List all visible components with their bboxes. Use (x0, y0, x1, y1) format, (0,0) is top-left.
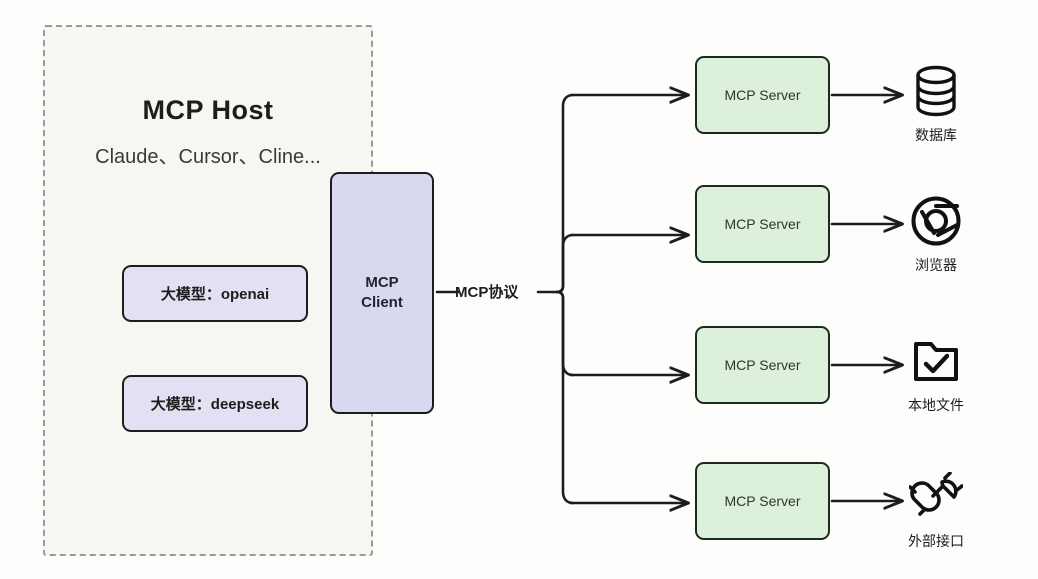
page-title: MCP Host (142, 95, 274, 125)
model-box-openai[interactable]: 大模型：openai (122, 265, 308, 322)
mcp-server-box-1[interactable]: MCP Server (695, 56, 830, 134)
endpoint-local-files: 本地文件 (888, 330, 984, 415)
endpoint-database: 数据库 (888, 60, 984, 145)
endpoint-label: 浏览器 (915, 257, 957, 273)
mcp-server-box-4[interactable]: MCP Server (695, 462, 830, 540)
folder-check-icon (910, 330, 962, 392)
mcp-server-box-2[interactable]: MCP Server (695, 185, 830, 263)
model-box-deepseek[interactable]: 大模型：deepseek (122, 375, 308, 432)
endpoint-label: 外部接口 (908, 533, 964, 549)
endpoint-external-interface: 外部接口 (888, 466, 984, 551)
mcp-server-box-3[interactable]: MCP Server (695, 326, 830, 404)
host-subtitle: Claude、Cursor、Cline... (95, 146, 321, 168)
database-icon (911, 60, 961, 122)
plug-connector-icon (909, 466, 963, 528)
browser-icon (910, 190, 962, 252)
endpoint-browser: 浏览器 (888, 190, 984, 275)
mcp-client-line2: Client (361, 294, 403, 311)
endpoint-label: 本地文件 (908, 397, 964, 413)
mcp-client-line1: MCP (365, 273, 399, 291)
mcp-protocol-label: MCP协议 (455, 284, 519, 301)
endpoint-label: 数据库 (915, 127, 957, 143)
mcp-client-box[interactable]: MCP Client (330, 172, 434, 414)
